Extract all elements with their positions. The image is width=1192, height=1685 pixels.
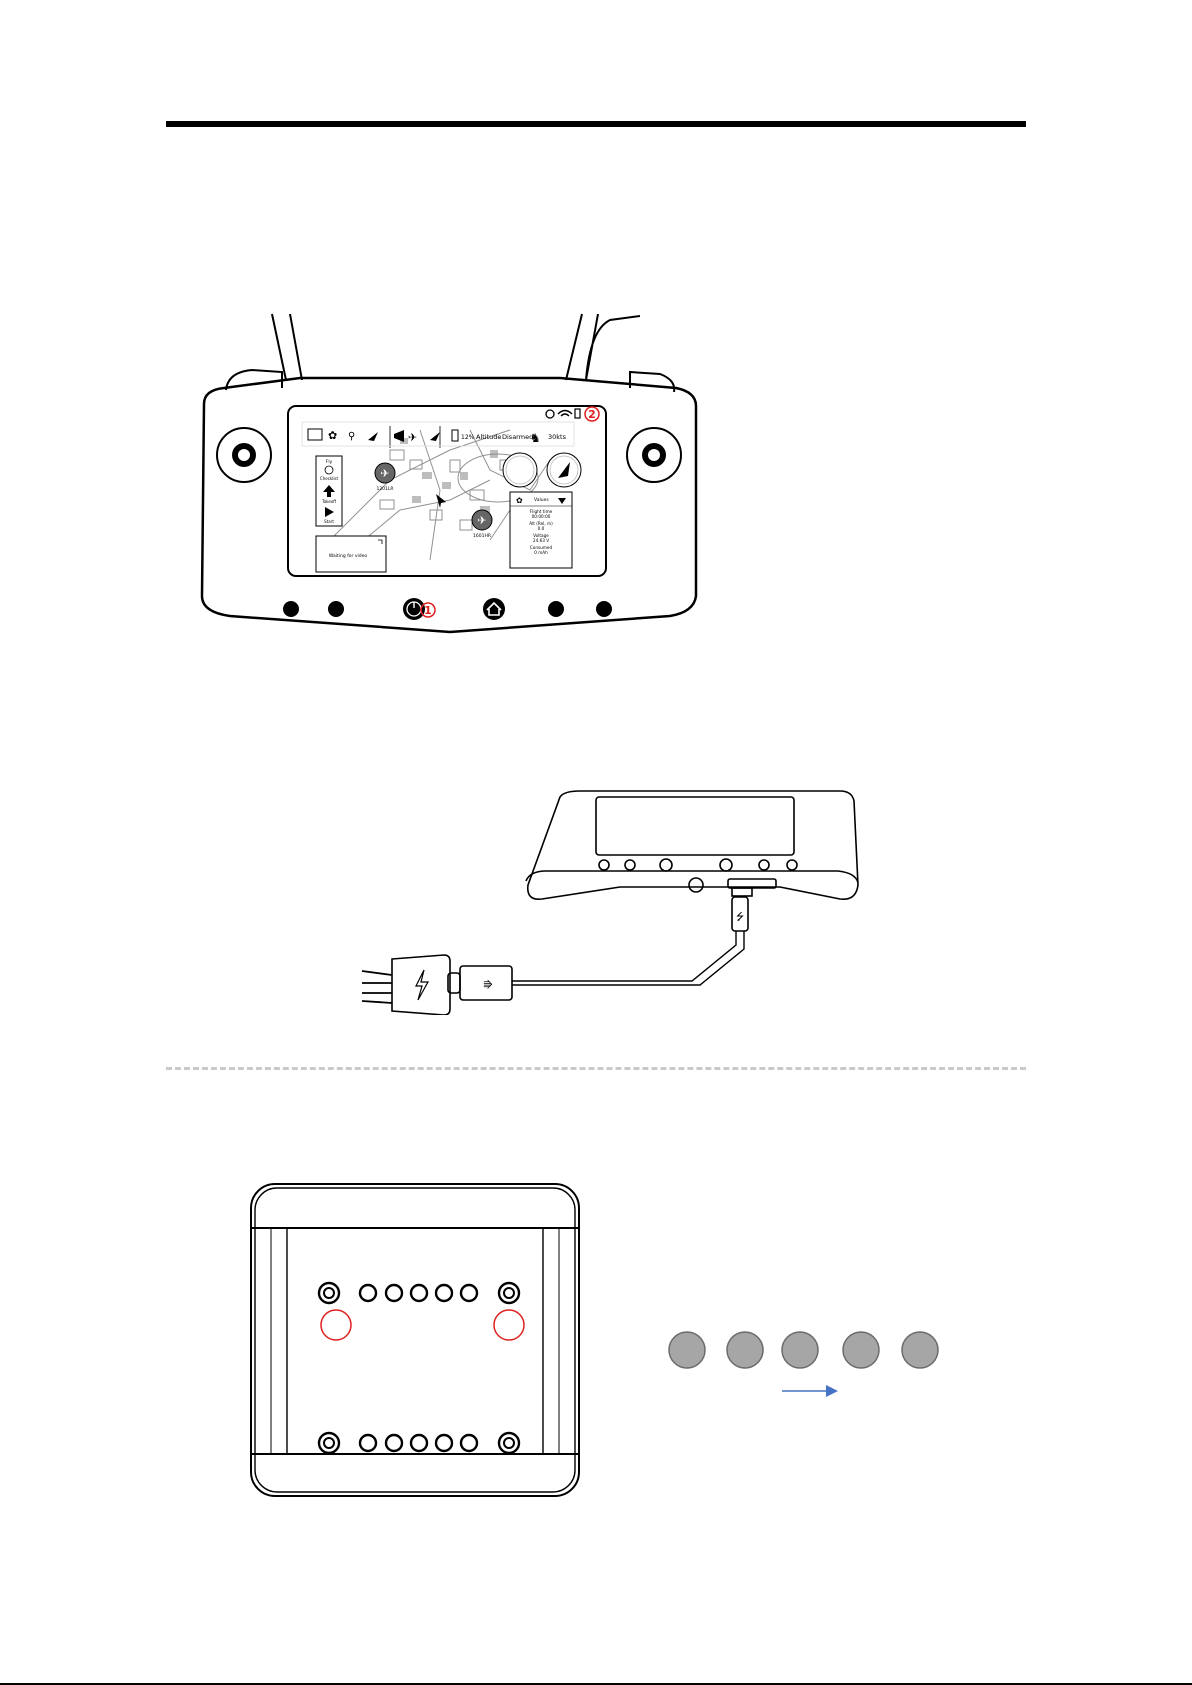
fly-label: Fly: [326, 459, 333, 465]
button-c3: [548, 601, 564, 617]
info-panel: ✿ Values Flight time 00:00:00 Alt (Rel, …: [510, 492, 572, 568]
vehicle-setup-icon: ⚲: [348, 431, 355, 442]
battery-figure: [245, 1180, 585, 1500]
right-shoulder-button: [630, 372, 674, 392]
callout-1: 1: [424, 604, 432, 617]
battery-leds-top: [319, 1283, 519, 1303]
left-joystick: [217, 428, 271, 482]
button-c2: [328, 601, 344, 617]
drone-icon: ♞: [530, 431, 541, 445]
usb-cable: [512, 931, 744, 985]
info-gear-icon: ✿: [516, 496, 523, 505]
right-joystick: [627, 428, 681, 482]
svg-text:0.0: 0.0: [538, 526, 545, 531]
button-c1: [283, 601, 299, 617]
drone-1-label: 1201LR: [376, 486, 393, 492]
led-dot-row: [669, 1332, 938, 1368]
callout-2: 2: [588, 408, 596, 421]
left-antenna: [272, 314, 302, 380]
led-status-figure: [660, 1325, 950, 1400]
section-divider: [166, 1067, 1026, 1070]
settings-gear-icon: ✿: [328, 429, 337, 442]
lightning-icon: [416, 970, 428, 1000]
flight-status: Disarmed: [502, 433, 533, 441]
led-dot-4: [843, 1332, 879, 1368]
svg-text:✈: ✈: [477, 514, 486, 527]
power-button-highlight-left: [321, 1310, 351, 1340]
battery-leds-bottom: [319, 1433, 519, 1453]
led-dot-1: [669, 1332, 705, 1368]
checklist-label: Checklist: [320, 476, 339, 481]
battery-percent: 12%: [461, 434, 475, 441]
speed-readout: 30kts: [548, 433, 567, 441]
button-c4: [596, 601, 612, 617]
controller-top-view: [528, 791, 858, 899]
drone-marker-1: ✈ 1201LR: [375, 463, 395, 492]
power-button-highlight-right: [494, 1310, 524, 1340]
drone-marker-2: ✈ 1601HR: [472, 510, 492, 539]
right-antenna: [566, 314, 640, 380]
wall-charger: [392, 955, 450, 1015]
start-label: Start: [324, 519, 334, 524]
takeoff-label: Takeoff: [321, 499, 336, 504]
top-rule: [166, 121, 1026, 127]
usb-symbol-icon: ⭍: [736, 911, 744, 923]
home-button: [483, 598, 505, 620]
charging-figure: ⭍ ⭆: [320, 785, 860, 1015]
led-dot-3: [782, 1332, 818, 1368]
audio-port: [689, 878, 703, 892]
svg-text:0 mAh: 0 mAh: [534, 550, 548, 555]
video-status: Waiting for video: [329, 553, 367, 559]
svg-text:24.63 V: 24.63 V: [533, 538, 549, 543]
altitude-label: Altitude: [476, 433, 501, 441]
controller-top-screen: [596, 797, 794, 855]
attitude-indicator: [503, 453, 537, 487]
gps-icon: ✈: [408, 431, 417, 444]
info-dropdown: Values: [534, 497, 549, 503]
drone-2-label: 1601HR: [473, 533, 491, 539]
remote-controller-figure: 2 ✿ ⚲ ✈ 12% Altitude Disarmed ♞ 30kts Fl…: [190, 310, 710, 640]
video-box: Waiting for video: [316, 536, 386, 572]
svg-text:✈: ✈: [380, 467, 389, 480]
svg-text:00:00:00: 00:00:00: [532, 514, 551, 519]
charge-direction-arrow: [782, 1385, 838, 1397]
usb-symbol-icon-2: ⭆: [484, 979, 493, 991]
led-dot-2: [727, 1332, 763, 1368]
led-dot-5: [902, 1332, 938, 1368]
action-panel: Fly Checklist Takeoff Start: [316, 456, 342, 526]
